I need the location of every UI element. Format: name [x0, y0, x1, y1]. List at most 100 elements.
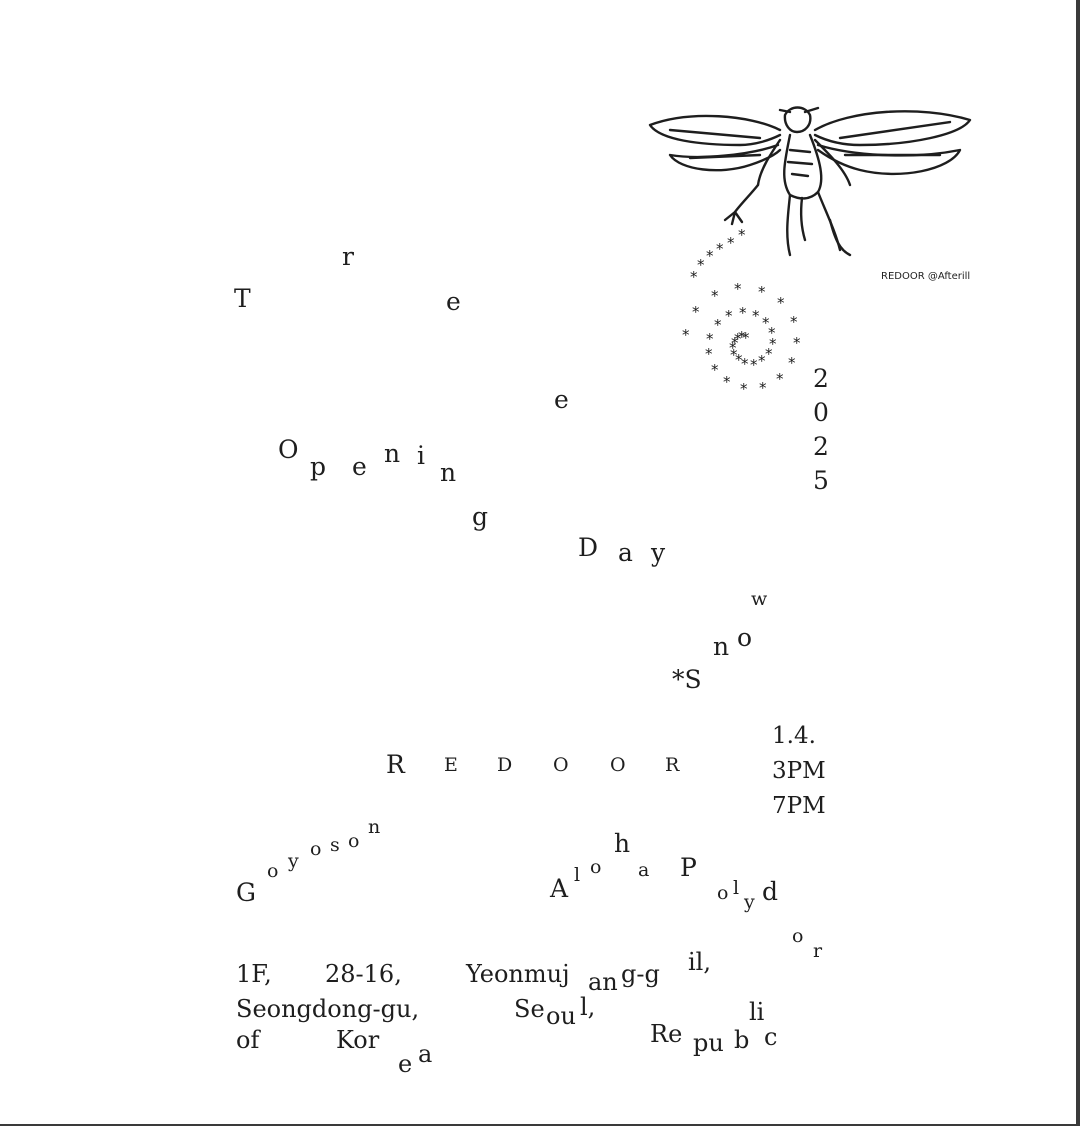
artist-letter: o	[590, 856, 602, 878]
star-icon: *	[738, 226, 746, 244]
venue-letter: R	[386, 750, 405, 779]
star-icon: *	[752, 307, 760, 325]
title-letter-w: w	[751, 588, 768, 610]
artist-letter: o	[267, 860, 279, 882]
title-letter-e: e	[352, 452, 367, 481]
title-letter-y: y	[651, 538, 666, 567]
address-text: Seongdong-gu,	[236, 995, 420, 1023]
star-icon: *	[741, 355, 749, 373]
address-text: l,	[580, 993, 596, 1021]
artist-letter: o	[348, 830, 360, 852]
star-icon: *	[759, 379, 767, 397]
star-icon: *	[729, 339, 737, 357]
star-icon: *	[735, 351, 743, 369]
star-icon: *	[711, 287, 719, 305]
address-text: a	[418, 1040, 433, 1068]
star-icon: *	[714, 316, 722, 334]
venue-letter: O	[610, 754, 626, 776]
artist-letter: y	[288, 850, 299, 872]
star-icon: *	[765, 345, 773, 363]
star-icon: *	[776, 370, 784, 388]
schedule: 1.4. 3PM 7PM	[772, 719, 862, 824]
year-digit: 2	[813, 364, 829, 393]
star-icon: *	[706, 247, 714, 265]
address-text: e	[398, 1050, 413, 1078]
star-icon: *	[716, 240, 724, 258]
title-letter-a: a	[618, 538, 633, 567]
venue-letter: R	[665, 754, 680, 776]
address-text: ou	[546, 1002, 576, 1030]
star-icon: *	[706, 330, 714, 348]
star-icon: *	[723, 373, 731, 391]
star-icon: *	[762, 314, 770, 332]
title-letter-o: o	[737, 623, 753, 652]
star-icon: *	[730, 346, 738, 364]
artist-letter: G	[236, 878, 256, 907]
address-text: il,	[688, 948, 711, 976]
address-text: Kor	[336, 1026, 380, 1054]
star-icon: *	[690, 268, 698, 286]
star-icon: *	[758, 283, 766, 301]
title-letter-i: i	[417, 441, 425, 470]
title-letter-n: n	[713, 632, 730, 661]
star-icon: *	[711, 361, 719, 379]
title-letter-T: T	[234, 284, 251, 313]
star-icon: *	[750, 356, 758, 374]
star-icon: *	[758, 352, 766, 370]
artist-letter: o	[310, 838, 322, 860]
title-letter-S: *S	[672, 665, 702, 694]
star-icon: *	[734, 330, 742, 348]
title-letter-n: n	[440, 458, 457, 487]
artist-letter: r	[813, 940, 823, 962]
year-digit: 0	[813, 398, 829, 427]
title-letter-g: g	[472, 502, 489, 531]
address-text: Re	[650, 1020, 683, 1048]
address-text: Se	[514, 995, 545, 1023]
artist-letter: n	[368, 816, 381, 838]
event-date: 1.4.	[772, 723, 816, 749]
artist-letter: A	[550, 874, 569, 903]
title-letter-D: D	[578, 533, 599, 562]
event-time-2: 7PM	[772, 793, 826, 819]
artist-letter: a	[638, 859, 650, 881]
title-letter-n: n	[384, 439, 401, 468]
address-text: 1F,	[236, 960, 272, 988]
artist-letter: d	[762, 877, 779, 906]
venue-letter: D	[497, 754, 513, 776]
venue-letter: E	[444, 754, 458, 776]
address-text: an	[588, 968, 618, 996]
artist-letter: y	[744, 891, 755, 913]
artist-letter: l	[574, 864, 581, 886]
star-icon: *	[692, 303, 700, 321]
star-icon: *	[731, 334, 739, 352]
star-icon: *	[793, 334, 801, 352]
star-icon: *	[705, 345, 713, 363]
title-letter-e: e	[446, 287, 461, 316]
title-letter-r: r	[342, 242, 354, 271]
address-text: pu	[693, 1029, 724, 1057]
star-icon: *	[727, 234, 735, 252]
star-icon: *	[777, 294, 785, 312]
star-icon: *	[790, 313, 798, 331]
address-text: Yeonmuj	[466, 960, 570, 988]
artist-letter: o	[717, 882, 729, 904]
address-text: 28-16,	[325, 960, 402, 988]
address-text: of	[236, 1026, 260, 1054]
star-icon: *	[768, 324, 776, 342]
event-time-1: 3PM	[772, 758, 826, 784]
star-icon: *	[682, 326, 690, 344]
artist-letter: P	[680, 853, 697, 882]
year-digit: 2	[813, 432, 829, 461]
artist-letter: h	[614, 829, 631, 858]
venue-letter: O	[553, 754, 569, 776]
artist-letter: l	[733, 877, 740, 899]
address-text: g-g	[621, 960, 660, 988]
star-icon: *	[725, 307, 733, 325]
address-text: b	[734, 1026, 750, 1054]
title-letter-p: p	[310, 452, 327, 481]
address-text: li	[749, 998, 765, 1026]
star-icon: *	[697, 256, 705, 274]
artist-credit: REDOOR @Afterill	[881, 271, 971, 282]
fairy-illustration	[648, 106, 972, 257]
